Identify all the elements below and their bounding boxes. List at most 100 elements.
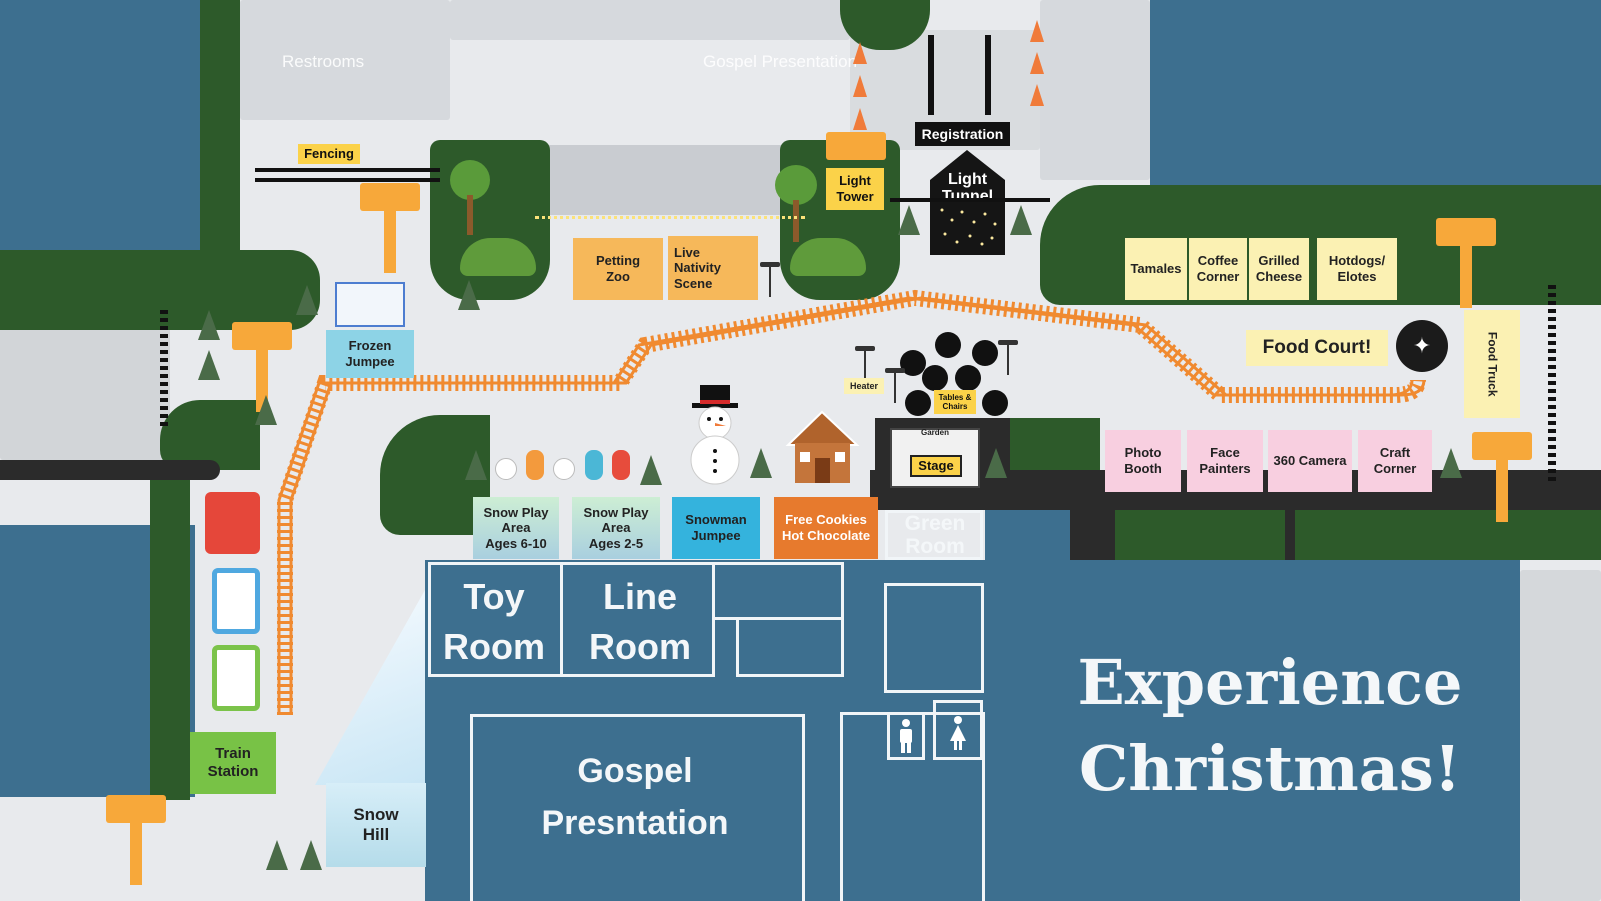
bush-icon [790, 238, 866, 276]
activity-photo-booth: Photo Booth [1105, 430, 1181, 492]
grass-area [160, 400, 260, 470]
main-building [425, 560, 1520, 901]
traffic-cone-icon [1030, 84, 1044, 106]
green-room-outline [885, 510, 983, 560]
light-tower-icon [106, 795, 166, 885]
pine-tree-icon [300, 840, 322, 870]
food-vendor-grilled-cheese: Grilled Cheese [1249, 238, 1309, 300]
fence-vertical [160, 310, 168, 430]
fence-vertical [1548, 285, 1556, 485]
pine-tree-icon [465, 450, 487, 480]
fence-line [255, 168, 440, 172]
building-block [0, 0, 200, 250]
building-block [1150, 0, 1601, 190]
registration-label: Registration [915, 122, 1010, 146]
traffic-cone-icon [1030, 52, 1044, 74]
parking-lot [240, 0, 450, 120]
main-building [985, 510, 1070, 565]
traffic-cone-icon [853, 75, 867, 97]
heater-icon [855, 346, 875, 384]
string-lights [535, 216, 805, 221]
activity-face-painters: Face Painters [1187, 430, 1263, 492]
food-vendor-row: Tamales Coffee Corner Grilled Cheese Hot… [1125, 238, 1415, 300]
restroom-women-icon [950, 716, 966, 750]
road [1070, 505, 1115, 560]
heater-icon [760, 262, 780, 300]
tree-icon [775, 165, 817, 205]
grass-area [1115, 510, 1285, 560]
food-court-icon: ✦ [1396, 320, 1448, 372]
tunnel-string-lights [890, 198, 1050, 202]
pine-tree-icon [458, 280, 480, 310]
pine-tree-icon [198, 350, 220, 380]
train-car-icon [212, 645, 260, 711]
registration-pole [985, 35, 991, 115]
food-court-label: Food Court! [1246, 330, 1388, 366]
tree-icon [450, 160, 490, 200]
pine-tree-icon [1440, 448, 1462, 478]
heater-label: Heater [844, 378, 884, 394]
parking-lot [1520, 570, 1601, 901]
registration-pole [928, 35, 934, 115]
parking-lot [450, 0, 850, 40]
stage-label: Stage [910, 455, 962, 477]
gospel-faded-label: Gospel Presentation [703, 52, 858, 71]
grass-area [150, 470, 190, 800]
food-vendor-coffee-corner: Coffee Corner [1189, 238, 1247, 300]
room-outline [884, 583, 984, 693]
heater-icon [998, 340, 1018, 378]
light-tower-icon [826, 132, 886, 168]
pine-tree-icon [296, 285, 318, 315]
food-vendor-tamales: Tamales [1125, 238, 1187, 300]
traffic-cone-icon [853, 108, 867, 130]
road [0, 460, 220, 480]
train-engine-icon [205, 492, 260, 554]
pine-tree-icon [198, 310, 220, 340]
food-truck-label: Food Truck [1464, 310, 1520, 418]
bounce-house-icon [335, 282, 405, 327]
pine-tree-icon [640, 455, 662, 485]
light-tower-icon [1436, 218, 1496, 308]
gingerbread-house-icon [785, 410, 860, 483]
grass-area [1000, 418, 1100, 470]
light-tower-icon [360, 183, 420, 273]
traffic-cone-icon [853, 42, 867, 64]
pine-tree-icon [750, 448, 772, 478]
tree-trunk [467, 195, 473, 235]
snow-play-figures [490, 440, 635, 480]
tree-trunk [793, 200, 799, 242]
restroom-women-outline [933, 700, 983, 760]
heater-icon [885, 368, 905, 406]
activity-craft-corner: Craft Corner [1358, 430, 1432, 492]
road [1285, 505, 1295, 560]
parking-lot [1040, 0, 1150, 180]
activity-360-camera: 360 Camera [1268, 430, 1352, 492]
traffic-cone-icon [1030, 20, 1044, 42]
grass-area [200, 0, 240, 250]
tables-chairs-label: Tables &Chairs [934, 390, 976, 414]
grass-area [1295, 510, 1601, 560]
restrooms-faded-label: Restrooms [282, 52, 365, 71]
pine-tree-icon [266, 840, 288, 870]
room-outline [712, 562, 844, 620]
gospel-room-outline [470, 714, 805, 901]
light-tower-icon [1472, 432, 1532, 522]
garden-label: Garden [920, 428, 949, 437]
fencing-label: Fencing [298, 144, 360, 164]
light-tunnel-icon [930, 150, 1005, 255]
room-outline [736, 617, 844, 677]
